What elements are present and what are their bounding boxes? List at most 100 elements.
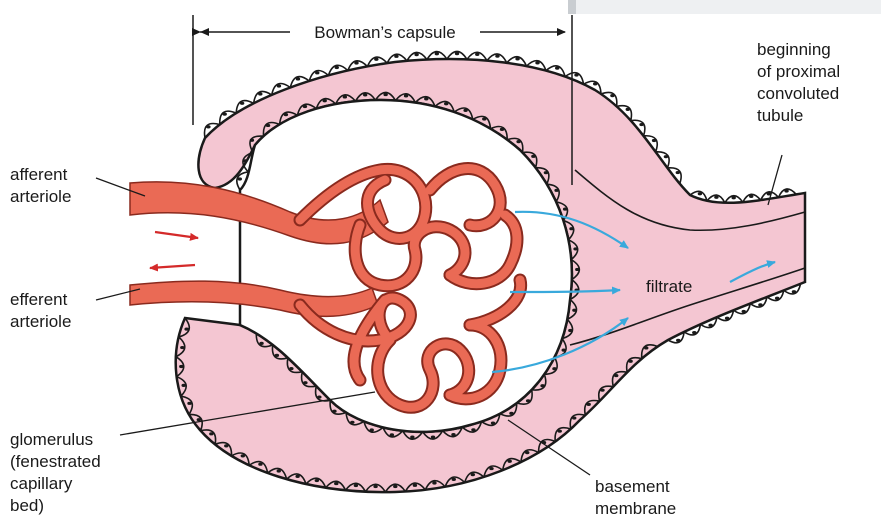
cell-nucleus — [573, 247, 577, 250]
cell-nucleus — [569, 227, 573, 230]
glomerulus-label: glomerulus (fenestrated capillary bed) — [10, 430, 105, 515]
cell-nucleus — [317, 395, 321, 398]
cell-nucleus — [206, 125, 210, 128]
cell-nucleus — [652, 139, 656, 142]
cell-nucleus — [410, 436, 414, 439]
cell-nucleus — [259, 342, 263, 345]
cell-nucleus — [296, 77, 300, 80]
cell-nucleus — [775, 297, 779, 300]
cell-nucleus — [275, 354, 279, 357]
cell-nucleus — [749, 195, 753, 198]
cell-nucleus — [323, 99, 327, 102]
cell-nucleus — [475, 53, 479, 56]
cell-nucleus — [692, 331, 696, 334]
cell-nucleus — [334, 482, 338, 485]
cell-nucleus — [258, 92, 262, 95]
cell-nucleus — [644, 346, 648, 349]
cell-nucleus — [258, 463, 262, 466]
cell-nucleus — [526, 399, 530, 402]
cell-nucleus — [243, 159, 247, 162]
cell-nucleus — [610, 94, 614, 97]
cell-nucleus — [363, 93, 367, 96]
cell-nucleus — [626, 108, 630, 111]
efferent-flow-arrow — [150, 265, 195, 268]
cell-nucleus — [424, 97, 428, 100]
cell-nucleus — [413, 484, 417, 487]
cell-nucleus — [758, 303, 762, 306]
cell-nucleus — [277, 469, 281, 472]
cell-nucleus — [241, 454, 245, 457]
cell-nucleus — [574, 73, 578, 76]
cell-nucleus — [535, 61, 539, 64]
cell-nucleus — [500, 128, 504, 131]
cell-nucleus — [593, 82, 597, 85]
cell-nucleus — [572, 416, 576, 419]
cell-nucleus — [507, 460, 511, 463]
cell-nucleus — [614, 374, 618, 377]
cell-nucleus — [315, 71, 319, 74]
cell-nucleus — [444, 102, 448, 105]
cell-nucleus — [354, 61, 358, 64]
efferent-arteriole-label: efferent arteriole — [10, 290, 72, 331]
cell-nucleus — [250, 139, 254, 142]
cell-nucleus — [432, 481, 436, 484]
cell-nucleus — [332, 410, 336, 413]
cell-nucleus — [555, 67, 559, 70]
cell-nucleus — [742, 310, 746, 313]
cell-nucleus — [540, 384, 544, 387]
cell-nucleus — [628, 360, 632, 363]
cell-nucleus — [586, 403, 590, 406]
cell-nucleus — [431, 435, 435, 438]
cell-nucleus — [452, 478, 456, 481]
afferent-arteriole-label: afferent arteriole — [10, 165, 72, 206]
cell-nucleus — [714, 196, 718, 199]
cell-nucleus — [284, 113, 288, 116]
cell-nucleus — [489, 467, 493, 470]
cell-nucleus — [552, 367, 556, 370]
cell-nucleus — [495, 55, 499, 58]
cell-nucleus — [303, 105, 307, 108]
cell-nucleus — [544, 171, 548, 174]
cell-nucleus — [525, 451, 529, 454]
cell-nucleus — [568, 329, 572, 332]
cell-nucleus — [435, 52, 439, 55]
cell-nucleus — [393, 485, 397, 488]
cell-nucleus — [295, 475, 299, 478]
cell-nucleus — [414, 53, 418, 56]
cell-nucleus — [209, 432, 213, 435]
cell-nucleus — [558, 430, 562, 433]
cell-nucleus — [224, 444, 228, 447]
cell-nucleus — [676, 171, 680, 174]
cell-nucleus — [350, 421, 354, 424]
basement-membrane-label: basement membrane — [595, 477, 676, 518]
cell-nucleus — [335, 66, 339, 69]
cell-nucleus — [277, 84, 281, 87]
cell-nucleus — [455, 52, 459, 55]
cell-nucleus — [370, 428, 374, 431]
cell-nucleus — [383, 93, 387, 96]
proximal-tubule-label: beginning of proximal convoluted tubule — [757, 40, 845, 125]
cell-nucleus — [303, 381, 307, 384]
cell-nucleus — [238, 177, 242, 180]
corner-decoration — [568, 0, 881, 14]
cell-nucleus — [562, 348, 566, 351]
cell-nucleus — [354, 484, 358, 487]
cell-nucleus — [725, 317, 729, 320]
cell-nucleus — [180, 346, 184, 349]
cell-nucleus — [563, 207, 567, 210]
cell-nucleus — [187, 402, 191, 405]
cell-nucleus — [240, 102, 244, 105]
cell-nucleus — [404, 94, 408, 97]
cell-nucleus — [792, 290, 796, 293]
cell-nucleus — [222, 112, 226, 115]
cell-nucleus — [515, 57, 519, 60]
cell-nucleus — [394, 55, 398, 58]
cell-nucleus — [708, 324, 712, 327]
cell-nucleus — [482, 117, 486, 120]
cell-nucleus — [639, 123, 643, 126]
cell-nucleus — [181, 384, 185, 387]
cell-nucleus — [390, 433, 394, 436]
cell-nucleus — [179, 365, 183, 368]
cell-nucleus — [463, 109, 467, 112]
